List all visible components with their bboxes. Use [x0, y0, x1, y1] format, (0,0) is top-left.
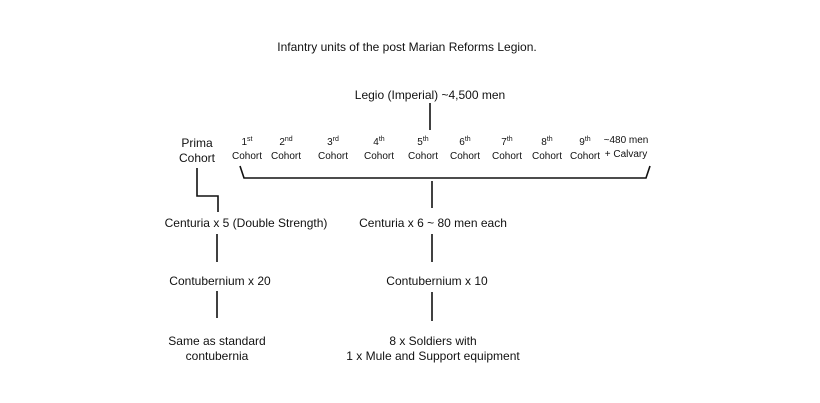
cohort-brace [239, 165, 651, 179]
right-centuria-node: Centuria x 6 ~ 80 men each [359, 216, 507, 230]
right-contubernium-node: Contubernium x 10 [386, 274, 488, 288]
prima-connector [196, 168, 219, 212]
cohort-1-number: 1st [241, 136, 253, 148]
cohort-3-number: 3rd [327, 136, 339, 148]
legion-node: Legio (Imperial) ~4,500 men [354, 88, 506, 102]
left-centuria-node: Centuria x 5 (Double Strength) [164, 216, 328, 230]
prima-cohort-line1: Prima [181, 136, 213, 150]
prima-cohort-line2: Cohort [178, 151, 216, 165]
cohort-8-label: Cohort [531, 151, 563, 162]
cohort-5-label: Cohort [407, 151, 439, 162]
cohort-4-label: Cohort [363, 151, 395, 162]
cohort-2-label: Cohort [270, 151, 302, 162]
cohort-3-label: Cohort [317, 151, 349, 162]
cohort-6-label: Cohort [449, 151, 481, 162]
cohort-1-label: Cohort [231, 151, 263, 162]
cohort-size-line1: ~480 men [603, 135, 649, 146]
cohort-2-number: 2nd [279, 136, 293, 148]
cohort-6-number: 6th [459, 136, 471, 148]
cohort-7-label: Cohort [491, 151, 523, 162]
diagram-title: Infantry units of the post Marian Reform… [277, 40, 537, 54]
right-leaf-line1: 8 x Soldiers with [389, 334, 477, 348]
left-leaf-line2: contubernia [185, 349, 249, 363]
left-contubernium-node: Contubernium x 20 [169, 274, 271, 288]
cohort-5-number: 5th [417, 136, 429, 148]
cohort-8-number: 8th [541, 136, 553, 148]
left-leaf-line1: Same as standard [168, 334, 266, 348]
cohort-7-number: 7th [501, 136, 513, 148]
cohort-4-number: 4th [373, 136, 385, 148]
right-leaf-line2: 1 x Mule and Support equipment [346, 349, 520, 363]
cohort-9-number: 9th [579, 136, 591, 148]
cohort-size-line2: + Calvary [604, 149, 648, 160]
cohort-9-label: Cohort [569, 151, 601, 162]
